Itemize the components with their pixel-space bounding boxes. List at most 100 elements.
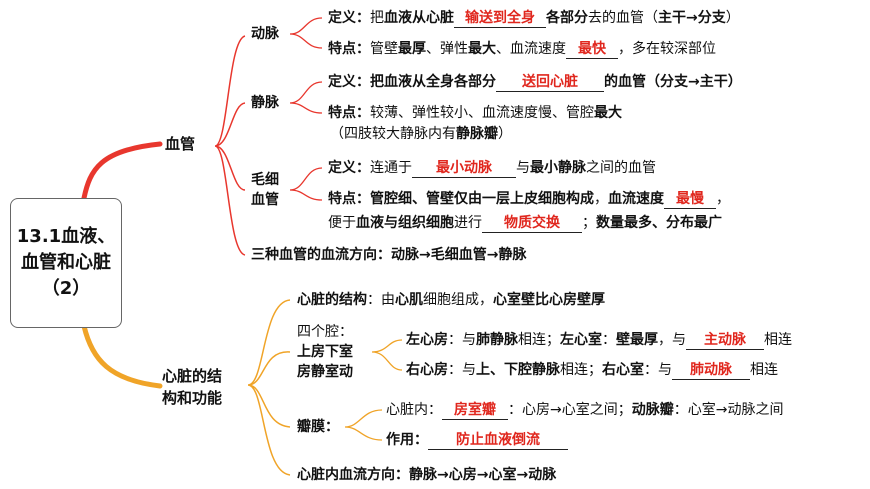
text: 、弹性 (426, 41, 468, 57)
text-bold: 最厚 (398, 41, 426, 57)
text: ，多在较深部位 (618, 41, 716, 57)
heart-flow-direction: 心脏内血流方向：静脉→心房→心室→动脉 (297, 467, 557, 483)
text-bold: 上、下腔静脉 (476, 362, 560, 378)
chambers-label: 四个腔： 上房下室 房静室动 (297, 322, 353, 382)
text-bold: 最大 (468, 41, 496, 57)
text: 的血管（分支→主干） (604, 74, 742, 90)
answer-blank: 最慢 (664, 190, 716, 209)
connector-chambers-items (371, 339, 403, 371)
capillary-label-line1: 毛细 (251, 172, 279, 188)
text: 、血流速度 (496, 41, 566, 57)
text: ，与 (658, 332, 686, 348)
vein-definition: 定义：把血液从全身各部分送回心脏的血管（分支→主干） (328, 73, 742, 92)
text: （四肢较大静脉内有 (330, 126, 456, 142)
vein-label: 静脉 (251, 95, 279, 111)
text-bold: 右心房 (406, 362, 448, 378)
answer-blank: 肺动脉 (672, 361, 750, 380)
text: 较薄、弹性较小、血流速度慢、管腔 (370, 105, 594, 121)
text-bold: 管腔细、管壁仅由一层上皮细胞构成 (370, 191, 594, 207)
text: ； (582, 215, 596, 231)
text: ：由 (367, 292, 395, 308)
answer-blank: 最快 (566, 40, 618, 59)
text: ） (725, 10, 740, 26)
features-label: 特点： (328, 191, 370, 207)
right-heart-row: 右心房：与上、下腔静脉相连；右心室：与肺动脉相连 (406, 361, 778, 380)
connector-root-heart (81, 323, 163, 389)
text: 把血液从全身各部分 (370, 74, 496, 90)
text: ：与 (644, 362, 672, 378)
connector-vein-items (289, 81, 323, 114)
text-bold: 血液与组织细胞 (356, 215, 454, 231)
answer-blank: 最小动脉 (412, 159, 516, 178)
chambers-line2: 上房下室 (297, 344, 353, 360)
artery-label: 动脉 (251, 26, 279, 42)
text: 细胞组成， (423, 292, 493, 308)
text-bold: 数量最多、分布最广 (596, 215, 722, 231)
answer-blank: 送回心脏 (496, 73, 604, 92)
text: 把 (370, 10, 384, 26)
definition-label: 定义： (328, 10, 370, 26)
text-bold: 血液从心脏 (384, 10, 454, 26)
text-bold: 心室壁比心房壁厚 (493, 292, 605, 308)
text: ：与 (448, 362, 476, 378)
text: 便于 (328, 215, 356, 231)
artery-definition: 定义：把血液从心脏输送到全身各部分去的血管（主干→分支） (328, 9, 740, 28)
text-bold: 壁最厚 (616, 332, 658, 348)
capillary-features-cont: 便于血液与组织细胞进行物质交换；数量最多、分布最广 (328, 214, 722, 233)
capillary-label-line2: 血管 (251, 192, 279, 208)
text-bold: 静脉瓣 (456, 126, 498, 142)
heart-label-line1: 心脏的结 (162, 367, 223, 385)
text: 心脏内： (386, 402, 442, 418)
definition-label: 定义： (328, 74, 370, 90)
text: ） (498, 126, 512, 142)
text: 之间的血管 (586, 160, 656, 176)
connector-heart-branches (247, 299, 291, 476)
features-label: 特点： (328, 105, 370, 121)
text-bold: 左心房 (406, 332, 448, 348)
answer-blank: 主动脉 (686, 331, 764, 350)
text-bold: 动脉瓣 (631, 402, 674, 418)
text-bold: 右心室 (602, 362, 644, 378)
text-bold: 肺静脉 (476, 332, 518, 348)
text: ：心室→动脉之间 (673, 402, 784, 418)
chambers-line3: 房静室动 (297, 364, 353, 380)
text-bold: 左心室 (560, 332, 602, 348)
text: ：心房→心室之间； (508, 402, 632, 418)
heart-label-line2: 构和功能 (162, 389, 223, 407)
text: 管壁 (370, 41, 398, 57)
vessels-flow-direction: 三种血管的血流方向：动脉→毛细血管→静脉 (251, 247, 527, 263)
root-topic: 13.1血液、血管和心脏（2） (10, 198, 122, 328)
answer-blank: 输送到全身 (454, 9, 546, 28)
text-bold: 最大 (594, 105, 622, 121)
text: 相连； (560, 362, 602, 378)
text: 连通于 (370, 160, 412, 176)
text-bold: 最小静脉 (530, 160, 586, 176)
text: 进行 (454, 215, 482, 231)
connector-capillary-items (289, 167, 323, 201)
definition-label: 定义： (328, 160, 370, 176)
valves-function-row: 作用：防止血液倒流 (386, 431, 568, 450)
vessels-label: 血管 (165, 135, 196, 153)
chambers-line1: 四个腔： (297, 324, 353, 340)
answer-blank: 物质交换 (482, 214, 582, 233)
capillary-features: 特点：管腔细、管壁仅由一层上皮细胞构成，血流速度最慢， (328, 190, 730, 209)
vein-note: （四肢较大静脉内有静脉瓣） (330, 125, 512, 143)
text: ：与 (448, 332, 476, 348)
answer-blank: 房室瓣 (442, 401, 508, 420)
text: 相连 (750, 362, 778, 378)
connector-valves-items (344, 409, 383, 441)
connector-artery-items (289, 17, 323, 49)
answer-blank: 防止血液倒流 (428, 431, 568, 450)
left-heart-row: 左心房：与肺静脉相连；左心室：壁最厚，与主动脉相连 (406, 331, 792, 350)
text: ： (602, 332, 616, 348)
text: 与 (516, 160, 530, 176)
text-bold: 作用： (386, 432, 428, 448)
text: 相连 (764, 332, 792, 348)
text: 相连； (518, 332, 560, 348)
capillary-definition: 定义：连通于最小动脉与最小静脉之间的血管 (328, 159, 656, 178)
text: ， (716, 191, 730, 207)
text-bold: 各部分 (546, 10, 588, 26)
connector-vessels-branches (214, 35, 246, 256)
heart-label: 心脏的结 构和功能 (162, 365, 222, 409)
text-bold: 心脏的结构 (297, 292, 367, 308)
